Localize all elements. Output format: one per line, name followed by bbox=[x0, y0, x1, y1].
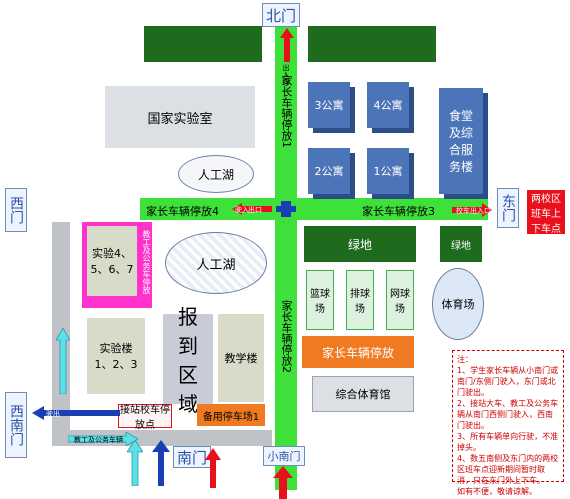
south-gate-cyan-arrow bbox=[127, 440, 143, 486]
south-gate[interactable]: 南门 bbox=[173, 446, 211, 468]
canteen[interactable]: 食堂及综合服务楼 bbox=[439, 88, 483, 194]
parent-parking[interactable]: 家长车辆停放 bbox=[302, 336, 414, 368]
north-west-green-block bbox=[144, 26, 262, 62]
green-area-1: 绿地 bbox=[304, 226, 416, 262]
road-label-south: 家长车辆停放2 bbox=[280, 300, 293, 373]
road-label-west: 家长车辆停放4 bbox=[146, 205, 219, 218]
dorm-2[interactable]: 2公寓 bbox=[308, 148, 350, 194]
shuttle-stop[interactable]: 接站校车停放点 bbox=[118, 404, 172, 431]
south-gray-label: 教工及公务车辆 bbox=[74, 436, 123, 444]
lake-middle: 人工湖 bbox=[165, 232, 267, 294]
dorm-3[interactable]: 3公寓 bbox=[308, 82, 350, 128]
stadium[interactable]: 体育场 bbox=[432, 268, 484, 340]
note-item: 2、接站大车、教工及公务车辆从南门西侧门驶入，西南门驶出。 bbox=[457, 399, 559, 430]
magenta-vertical-label: 教工及公务车停放 bbox=[142, 230, 151, 294]
spare-parking[interactable]: 备用停车场1 bbox=[197, 404, 265, 426]
east-gate[interactable]: 东门 bbox=[497, 188, 519, 228]
notes-title: 注： bbox=[457, 355, 473, 364]
west-cyan-arrow bbox=[56, 328, 70, 394]
west-gray-road bbox=[52, 222, 70, 432]
road-label-north: 家长车辆停放1 bbox=[280, 75, 293, 148]
west-gate[interactable]: 西门 bbox=[5, 188, 27, 232]
gym[interactable]: 综合体育馆 bbox=[312, 376, 414, 412]
tennis-court[interactable]: 网球场 bbox=[386, 270, 414, 330]
north-exit-arrow bbox=[280, 28, 294, 62]
report-area[interactable]: 报到区域 bbox=[163, 305, 213, 416]
south-gate-blue-arrow bbox=[152, 440, 170, 486]
south-gray-arrow bbox=[68, 432, 138, 446]
basketball-court[interactable]: 篮球场 bbox=[306, 270, 334, 330]
dorm-4[interactable]: 4公寓 bbox=[367, 82, 409, 128]
crossing-marker-h bbox=[276, 206, 296, 212]
dorm-1[interactable]: 1公寓 bbox=[367, 148, 409, 194]
lab-123[interactable]: 实验楼1、2、3 bbox=[87, 318, 145, 394]
notes-box: 注： 1、学生家长车辆从小南门或南门/东侧门驶入，东门或北门驶出。 2、接站大车… bbox=[452, 350, 564, 496]
pickup-point[interactable]: 两校区班车上下车点 bbox=[527, 190, 565, 235]
green-area-2: 绿地 bbox=[440, 226, 482, 262]
west-left-arrow bbox=[232, 203, 272, 215]
east-exit-arrow bbox=[452, 203, 492, 217]
north-south-road bbox=[275, 20, 297, 490]
volleyball-court[interactable]: 排球场 bbox=[346, 270, 374, 330]
west-arrow-left-label: 驶入 bbox=[235, 206, 249, 214]
note-item: 3、所有车辆单向行驶，不准掉头。 bbox=[457, 432, 559, 452]
north-gate[interactable]: 北门 bbox=[262, 3, 300, 27]
southwest-exit-arrow bbox=[32, 406, 120, 420]
lake-top: 人工湖 bbox=[178, 155, 254, 193]
road-label-east: 家长车辆停放3 bbox=[362, 205, 435, 218]
national-lab[interactable]: 国家实验室 bbox=[105, 86, 255, 148]
teaching-building[interactable]: 教学楼 bbox=[218, 314, 264, 402]
southwest-arrow-label: 驶出 bbox=[46, 410, 60, 418]
lab-4567[interactable]: 实验4、5、6、7 bbox=[87, 226, 137, 296]
small-south-entry-arrow bbox=[273, 466, 293, 499]
note-item: 4、数五南侧及东门内的两校区班车点迎新期间暂时取消，只在东门外上下车。 bbox=[457, 454, 559, 485]
north-arrow-label: 出入口 bbox=[282, 64, 290, 85]
east-arrow-label: 校车出入口 bbox=[456, 207, 491, 215]
southwest-gate[interactable]: 西南门 bbox=[5, 392, 27, 458]
note-item: 如有不便，敬请谅解。 bbox=[457, 487, 537, 496]
west-arrow-right-label: 出口 bbox=[248, 206, 262, 214]
north-east-green-block bbox=[308, 26, 436, 62]
small-south-gate[interactable]: 小南门 bbox=[263, 446, 305, 466]
note-item: 1、学生家长车辆从小南门或南门/东侧门驶入，东门或北门驶出。 bbox=[457, 366, 559, 397]
south-gate-red-arrow bbox=[205, 448, 221, 488]
east-west-road bbox=[140, 198, 488, 220]
